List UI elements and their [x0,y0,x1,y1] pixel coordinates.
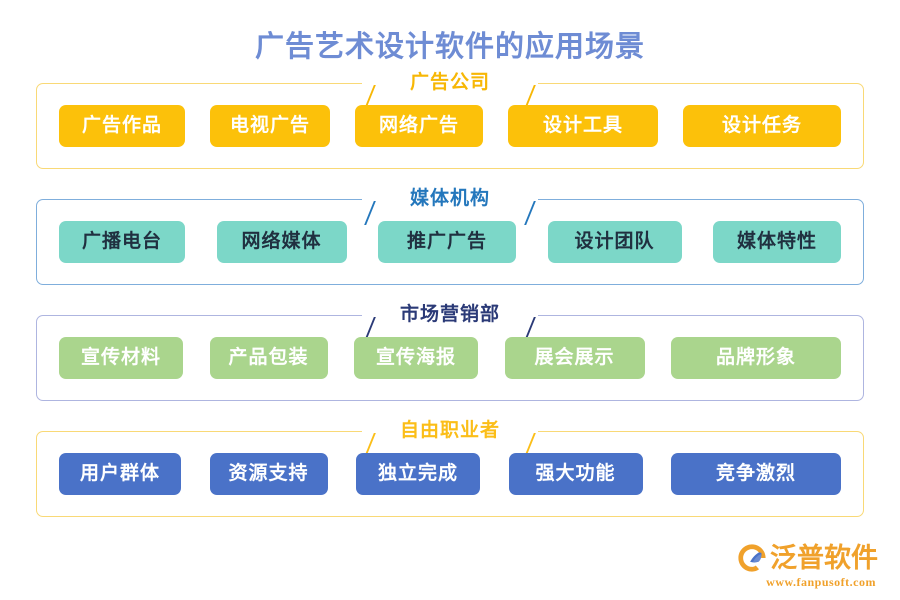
logo-name: 泛普软件 [770,542,878,573]
slash-left-icon [362,83,378,111]
item-chip[interactable]: 电视广告 [210,105,330,147]
item-chip[interactable]: 设计团队 [547,221,682,263]
section-media-organization: 媒体机构 广播电台 网络媒体 推广广告 设计团队 媒体特性 [36,186,864,285]
slash-right-icon [522,199,538,227]
slash-left-icon [362,431,378,459]
item-chip[interactable]: 媒体特性 [713,221,841,263]
slash-left-icon [362,315,378,343]
section-header-advertising-company: 广告公司 [37,70,863,96]
items-row: 广播电台 网络媒体 推广广告 设计团队 媒体特性 [37,221,863,263]
item-chip[interactable]: 广告作品 [59,105,185,147]
section-header-freelancer: 自由职业者 [37,418,863,444]
sections-container: 广告公司 广告作品 电视广告 网络广告 设计工具 设计任务 媒体机构 广播电台 … [0,70,900,517]
slash-right-icon [522,83,538,111]
item-chip[interactable]: 品牌形象 [671,337,841,379]
item-chip[interactable]: 资源支持 [209,453,328,495]
items-row: 用户群体 资源支持 独立完成 强大功能 竞争激烈 [37,453,863,495]
logo-row: 泛普软件 [737,543,878,573]
logo-url: www.fanpusoft.com [766,575,876,589]
item-chip[interactable]: 宣传海报 [354,337,478,379]
items-row: 广告作品 电视广告 网络广告 设计工具 设计任务 [37,105,863,147]
section-header-label: 自由职业者 [365,418,534,444]
section-freelancer: 自由职业者 用户群体 资源支持 独立完成 强大功能 竞争激烈 [36,418,864,517]
section-header-label: 广告公司 [375,70,524,96]
item-chip[interactable]: 推广广告 [378,221,516,263]
item-chip[interactable]: 广播电台 [59,221,185,263]
section-header-label: 媒体机构 [375,186,524,212]
item-chip[interactable]: 设计任务 [683,105,841,147]
item-chip[interactable]: 展会展示 [504,337,645,379]
item-chip[interactable]: 竞争激烈 [671,453,841,495]
item-chip[interactable]: 强大功能 [508,453,643,495]
slash-right-icon [522,315,538,343]
item-chip[interactable]: 独立完成 [356,453,480,495]
slash-right-icon [522,431,538,459]
item-chip[interactable]: 用户群体 [59,453,181,495]
fanpu-swoosh-icon [738,544,766,572]
section-advertising-company: 广告公司 广告作品 电视广告 网络广告 设计工具 设计任务 [36,70,864,169]
slash-left-icon [362,199,378,227]
item-chip[interactable]: 网络广告 [355,105,483,147]
page-title: 广告艺术设计软件的应用场景 [254,31,645,63]
item-chip[interactable]: 产品包装 [209,337,328,379]
items-row: 宣传材料 产品包装 宣传海报 展会展示 品牌形象 [37,337,863,379]
item-chip[interactable]: 宣传材料 [59,337,183,379]
section-header-label: 市场营销部 [365,302,534,328]
section-marketing-department: 市场营销部 宣传材料 产品包装 宣传海报 展会展示 品牌形象 [36,302,864,401]
item-chip[interactable]: 网络媒体 [216,221,347,263]
section-header-marketing-department: 市场营销部 [37,302,863,328]
section-header-media-organization: 媒体机构 [37,186,863,212]
brand-logo: 泛普软件 www.fanpusoft.com [737,543,878,590]
item-chip[interactable]: 设计工具 [508,105,658,147]
